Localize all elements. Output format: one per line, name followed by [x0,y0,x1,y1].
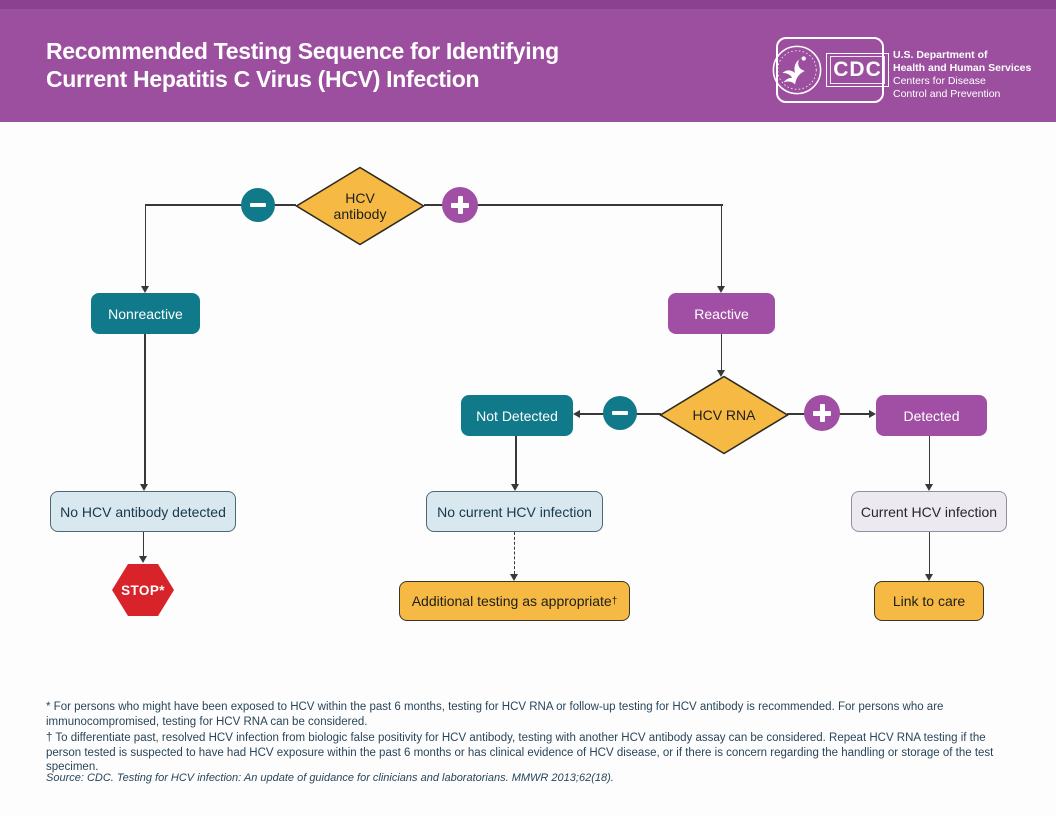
node-nonreactive: Nonreactive [91,293,200,334]
connector-to-linktocare [928,532,931,574]
arrowhead-link-to-care [924,574,933,581]
connector-to-stop [142,532,144,556]
plus-icon [442,187,478,223]
connector-nonreactive-down [144,334,146,484]
connector-dashed-additional [513,532,515,574]
node-reactive: Reactive [668,293,775,334]
node-no-hcv-antibody-detected: No HCV antibody detected [50,491,236,532]
arrowhead-current-infection [924,484,933,491]
minus-bar [612,411,628,415]
page-title-line2: Current Hepatitis C Virus (HCV) Infectio… [46,66,480,92]
header-top-strip [0,0,1056,9]
hcv-antibody-label: HCV antibody [295,166,425,246]
minus-bar [250,203,266,207]
page-title: Recommended Testing Sequence for Identif… [46,37,559,93]
arrowhead-stop [138,556,147,563]
arrowhead-no-current [511,484,520,491]
cdc-logo: CDC [772,37,889,103]
node-stop: STOP* [111,563,175,617]
connector-to-reactive [720,204,723,287]
node-additional-testing: Additional testing as appropriate† [399,581,630,621]
diamond-shape [658,375,790,455]
hcv-rna-label: HCV RNA [659,375,789,455]
arrowhead-additional [510,574,518,581]
plus-vbar [819,404,825,422]
stop-hexagon-shape [112,564,174,616]
connector-reactive-down [720,334,723,370]
plus-vbar [457,196,463,214]
connector-notdetected-down [515,436,517,484]
node-detected: Detected [876,395,987,436]
node-hcv-rna: HCV RNA [658,375,790,455]
stop-label: STOP* [121,582,165,598]
source-citation: Source: CDC. Testing for HCV infection: … [46,772,614,784]
minus-icon [603,396,637,430]
connector-detected-down [928,436,931,484]
arrowhead-no-antibody [140,484,148,491]
arrowhead-reactive [716,286,725,293]
hcv-rna-text: HCV RNA [692,407,756,423]
hhs-eagle-icon [772,45,822,95]
node-hcv-antibody: HCV antibody [294,166,426,246]
plus-icon [804,395,840,431]
arrowhead-nonreactive [140,286,149,293]
arrowhead-hcv-rna [716,370,725,377]
dept-line2: Health and Human Services [893,62,1032,74]
dagger-superscript: † [611,595,618,607]
dept-line1: U.S. Department of [893,49,988,61]
footnote-dagger: † To differentiate past, resolved HCV in… [46,732,994,773]
connector-antibody-left [145,204,296,206]
dept-line3: Centers for Disease [893,75,986,87]
page-title-line1: Recommended Testing Sequence for Identif… [46,38,559,64]
node-link-to-care: Link to care [874,581,984,621]
arrowhead-not-detected [573,409,580,418]
diamond-shape [294,166,426,246]
connector-to-nonreactive [144,204,147,287]
node-no-current-hcv-infection: No current HCV infection [426,491,603,532]
cdc-letters-frame: CDC [826,53,889,87]
arrowhead-detected [869,409,876,418]
dept-line4: Control and Prevention [893,88,1001,100]
footnote-asterisk: * For persons who might have been expose… [46,701,944,728]
connector-antibody-right [424,204,723,206]
hhs-department-text: U.S. Department of Health and Human Serv… [893,49,1031,101]
cdc-letters: CDC [830,56,885,84]
node-current-hcv-infection: Current HCV infection [851,491,1007,532]
minus-icon [241,188,275,222]
node-not-detected: Not Detected [461,395,573,436]
hcv-antibody-line2: antibody [333,206,387,222]
additional-testing-text: Additional testing as appropriate [411,593,612,609]
header-banner: Recommended Testing Sequence for Identif… [0,0,1056,122]
hcv-antibody-line1: HCV [345,190,375,206]
